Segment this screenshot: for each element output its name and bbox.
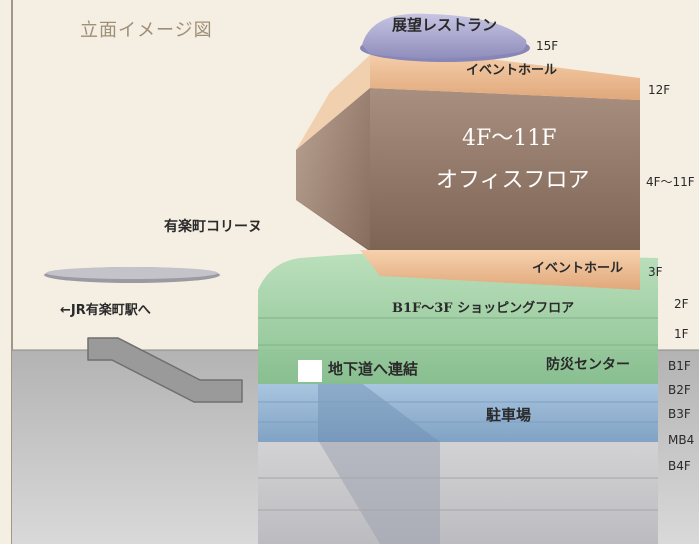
parking-block (258, 382, 658, 442)
underground-link-label: 地下道へ連結 (328, 360, 419, 378)
office-floor-name-label: オフィスフロア (436, 168, 590, 193)
floor-15f: 15F (536, 39, 559, 53)
event-hall-3f-label: イベントホール (532, 261, 624, 276)
disaster-center-label: 防災センター (546, 357, 630, 373)
floor-mb4: MB4 (668, 433, 695, 447)
underground-link-marker (298, 360, 322, 382)
floor-b1f: B1F (668, 359, 691, 373)
office-floors-label: 4F〜11F (462, 126, 557, 151)
page-title: 立面イメージ図 (80, 20, 213, 41)
floor-b2f: B2F (668, 383, 691, 397)
event-hall-12f-block (370, 50, 640, 100)
shopping-floor-label: B1F〜3F ショッピングフロア (392, 301, 575, 316)
parking-label: 駐車場 (486, 406, 532, 424)
deep-basement-block (258, 440, 658, 544)
floor-2f: 2F (674, 297, 689, 311)
jr-platform-top (46, 267, 218, 279)
parking-shadow (318, 382, 440, 442)
jr-station-label: ←JR有楽町駅へ (60, 303, 151, 318)
floor-3f: 3F (648, 265, 663, 279)
floor-12f: 12F (648, 83, 671, 97)
event-hall-12f-label: イベントホール (466, 63, 558, 78)
event-hall-12f-slope (296, 55, 370, 150)
floor-b4f: B4F (668, 459, 691, 473)
escalator-passage (87, 337, 243, 403)
floor-1f: 1F (674, 327, 689, 341)
corridor-label: 有楽町コリーヌ (164, 219, 262, 235)
floor-b3f: B3F (668, 407, 691, 421)
restaurant-dome (362, 13, 527, 59)
event-hall-3f-block (360, 250, 640, 290)
office-tower (296, 88, 640, 250)
restaurant-label: 展望レストラン (392, 16, 498, 34)
floor-4f-11f: 4F〜11F (646, 175, 695, 189)
deep-basement-shadow (318, 440, 440, 544)
office-tower-side (296, 88, 370, 250)
